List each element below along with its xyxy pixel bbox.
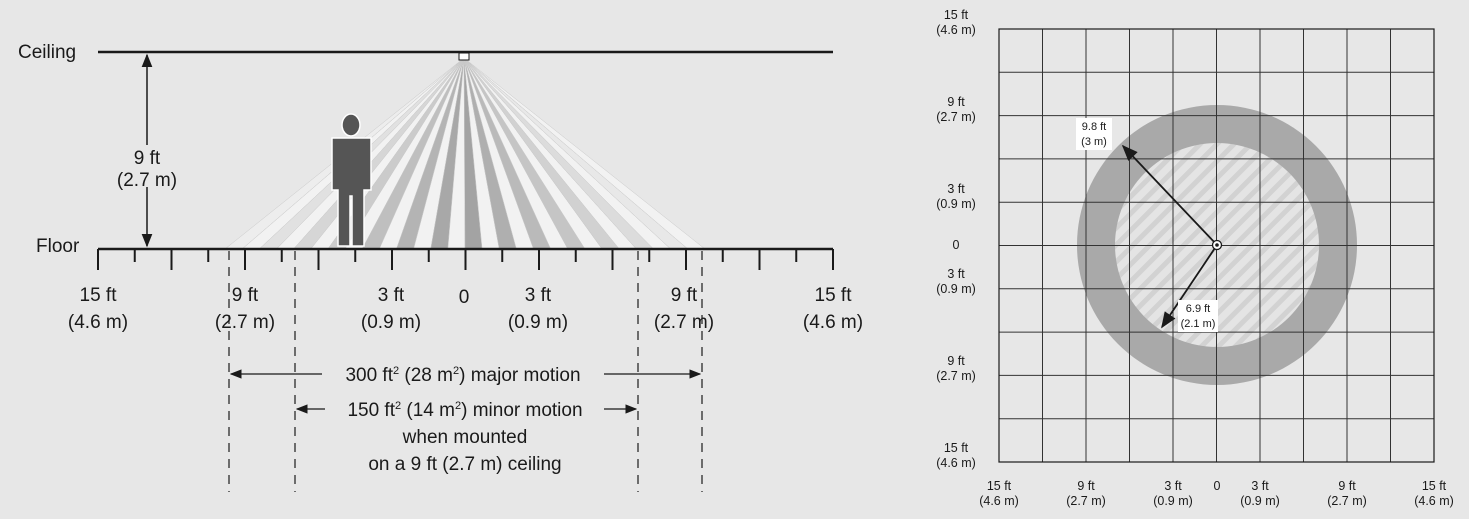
y-axis-label-ft: 9 ft <box>947 354 965 368</box>
minor-motion-dimension: 150 ft2 (14 m2) minor motion <box>295 400 638 421</box>
x-axis-label-m: (2.7 m) <box>1327 494 1367 508</box>
y-axis-label-ft: 9 ft <box>947 95 965 109</box>
side-view: Ceiling Floor 9 ft (2.7 m) 15 ft (4.6 m) 9… <box>18 42 863 492</box>
y-axis-label-ft: 15 ft <box>944 441 969 455</box>
y-axis-label-m: (4.6 m) <box>936 23 976 37</box>
inner-radius-m: (2.1 m) <box>1181 318 1216 330</box>
sensor-icon <box>458 52 470 61</box>
floor-distance-ft: 3 ft <box>525 285 552 306</box>
floor-distance-ft: 0 <box>459 287 470 308</box>
x-axis-label-ft: 3 ft <box>1164 479 1182 493</box>
floor-distance-m: (4.6 m) <box>803 312 863 333</box>
height-ft-label: 9 ft <box>134 148 161 169</box>
floor-distance-m: (2.7 m) <box>215 312 275 333</box>
height-m-label: (2.7 m) <box>117 170 177 191</box>
major-motion-dimension: 300 ft2 (28 m2) major motion <box>229 365 702 386</box>
outer-radius-label-bg <box>1076 118 1112 150</box>
zone-guide-lines <box>228 251 703 492</box>
minor-motion-label: 150 ft2 (14 m2) minor motion <box>347 400 582 421</box>
y-axis-label-ft: 15 ft <box>944 8 969 22</box>
x-axis-label-m: (2.7 m) <box>1066 494 1106 508</box>
floor-distance-m: (4.6 m) <box>68 312 128 333</box>
top-view-y-labels: 15 ft(4.6 m)9 ft(2.7 m)3 ft(0.9 m)03 ft(… <box>936 8 976 470</box>
floor-distance-ft: 3 ft <box>378 285 405 306</box>
inner-radius-arrow <box>1161 244 1218 329</box>
x-axis-label-m: (0.9 m) <box>1153 494 1193 508</box>
y-axis-label-m: (4.6 m) <box>936 456 976 470</box>
floor-distance-m: (2.7 m) <box>654 312 714 333</box>
grid-border <box>998 28 1435 463</box>
floor-tick-marks <box>97 249 834 270</box>
y-axis-label-m: (0.9 m) <box>936 282 976 296</box>
y-axis-label-ft: 3 ft <box>947 267 965 281</box>
x-axis-label-ft: 9 ft <box>1077 479 1095 493</box>
x-axis-label-m: (4.6 m) <box>979 494 1019 508</box>
ceiling-label: Ceiling <box>18 42 76 63</box>
floor-distance-labels: 15 ft (4.6 m) 9 ft (2.7 m) 3 ft (0.9 m) 0 3 ft (… <box>68 285 863 333</box>
y-axis-label-m: (2.7 m) <box>936 369 976 383</box>
floor-label: Floor <box>36 236 80 257</box>
x-axis-label-m: (0.9 m) <box>1240 494 1280 508</box>
mounting-note-line1: when mounted <box>402 427 528 448</box>
floor-distance-m: (0.9 m) <box>361 312 421 333</box>
y-axis-label-ft: 3 ft <box>947 182 965 196</box>
floor-distance-ft: 15 ft <box>80 285 118 306</box>
x-axis-label-ft: 9 ft <box>1338 479 1356 493</box>
floor-distance-ft: 9 ft <box>232 285 259 306</box>
top-view: 9.8 ft (3 m) 6.9 ft (2.1 m) 15 ft(4.6 m)… <box>936 8 1454 508</box>
x-axis-label-ft: 15 ft <box>1422 479 1447 493</box>
x-axis-label-ft: 3 ft <box>1251 479 1269 493</box>
floor-distance-m: (0.9 m) <box>508 312 568 333</box>
floor-distance-ft: 15 ft <box>815 285 853 306</box>
mounting-note-line2: on a 9 ft (2.7 m) ceiling <box>368 454 561 475</box>
y-axis-label-m: (0.9 m) <box>936 197 976 211</box>
x-axis-label-ft: 15 ft <box>987 479 1012 493</box>
floor-distance-ft: 9 ft <box>671 285 698 306</box>
sensor-center-dot <box>1215 243 1219 247</box>
outer-radius-arrow <box>1121 144 1218 246</box>
inner-radius-ft: 6.9 ft <box>1186 303 1210 315</box>
sensor-coverage-fan <box>224 57 706 250</box>
major-motion-label: 300 ft2 (28 m2) major motion <box>345 365 580 386</box>
y-axis-label-m: (2.7 m) <box>936 110 976 124</box>
inner-radius-label-bg <box>1178 300 1218 332</box>
outer-radius-m: (3 m) <box>1081 136 1107 148</box>
person-figure <box>331 113 372 247</box>
height-label-bg <box>108 145 188 187</box>
x-axis-label-m: (4.6 m) <box>1414 494 1454 508</box>
y-axis-label-zero: 0 <box>953 238 960 252</box>
outer-radius-ft: 9.8 ft <box>1082 121 1106 133</box>
x-axis-label-ft: 0 <box>1214 479 1221 493</box>
